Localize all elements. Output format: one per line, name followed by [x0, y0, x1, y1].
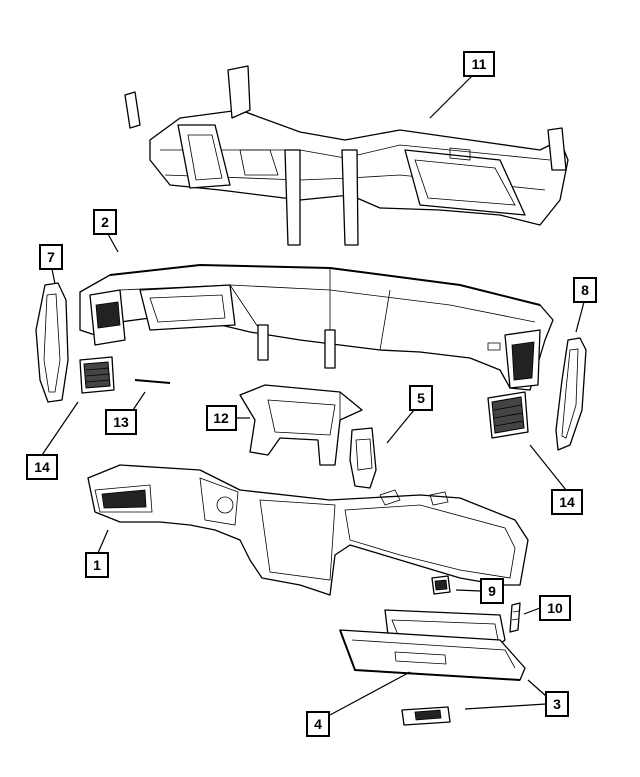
- leader-11: [429, 75, 473, 119]
- part-clip: [431, 575, 451, 595]
- callout-label: 2: [101, 214, 109, 230]
- callout-label: 14: [559, 494, 575, 510]
- part-trim-strip: [134, 379, 171, 384]
- callout-12: 12: [206, 405, 237, 431]
- callout-label: 10: [547, 600, 563, 616]
- callout-13: 13: [105, 409, 137, 435]
- callout-label: 12: [213, 410, 229, 426]
- leader-7: [51, 268, 56, 285]
- callout-8: 8: [573, 277, 597, 303]
- leader-4: [329, 671, 411, 716]
- leader-3-lower: [464, 703, 547, 710]
- callout-10: 10: [539, 595, 571, 621]
- leader-10: [523, 607, 541, 615]
- callout-1: 1: [85, 552, 109, 578]
- part-side-bracket: [349, 427, 377, 489]
- callout-label: 11: [472, 56, 487, 72]
- callout-3: 3: [545, 691, 569, 717]
- callout-label: 13: [113, 414, 129, 430]
- leader-2: [107, 233, 119, 253]
- part-instrument-panel-top: [79, 263, 554, 391]
- part-damper: [509, 602, 521, 633]
- leader-9: [455, 589, 482, 592]
- callout-4: 4: [306, 711, 330, 737]
- part-lower-instrument-panel: [87, 464, 529, 596]
- part-cross-car-beam: [124, 65, 569, 246]
- callout-11: 11: [463, 51, 495, 77]
- callout-7: 7: [39, 244, 63, 270]
- callout-label: 7: [47, 249, 55, 265]
- callout-label: 9: [488, 583, 496, 599]
- part-glove-box-latch: [401, 706, 451, 726]
- callout-label: 5: [417, 390, 425, 406]
- leader-8: [575, 301, 585, 333]
- part-glove-box: [339, 609, 526, 681]
- callout-2: 2: [93, 209, 117, 235]
- leader-14-left: [41, 401, 79, 456]
- callout-5: 5: [409, 385, 433, 411]
- callout-label: 14: [34, 459, 50, 475]
- leader-lines: [41, 75, 585, 716]
- part-left-end-cap: [35, 282, 69, 403]
- callout-label: 3: [553, 696, 561, 712]
- part-center-bracket: [239, 384, 363, 466]
- callout-9: 9: [480, 578, 504, 604]
- part-right-vent: [487, 391, 529, 439]
- part-left-vent: [79, 356, 115, 394]
- callout-label: 4: [314, 716, 322, 732]
- callout-label: 8: [581, 282, 589, 298]
- leader-1: [97, 529, 109, 554]
- leader-5: [386, 409, 415, 444]
- callout-14-right: 14: [551, 489, 583, 515]
- callout-label: 1: [93, 557, 101, 573]
- leader-14-right: [529, 444, 567, 491]
- callout-14-left: 14: [26, 454, 58, 480]
- part-right-end-cap: [555, 337, 587, 451]
- leader-3-upper: [527, 679, 547, 697]
